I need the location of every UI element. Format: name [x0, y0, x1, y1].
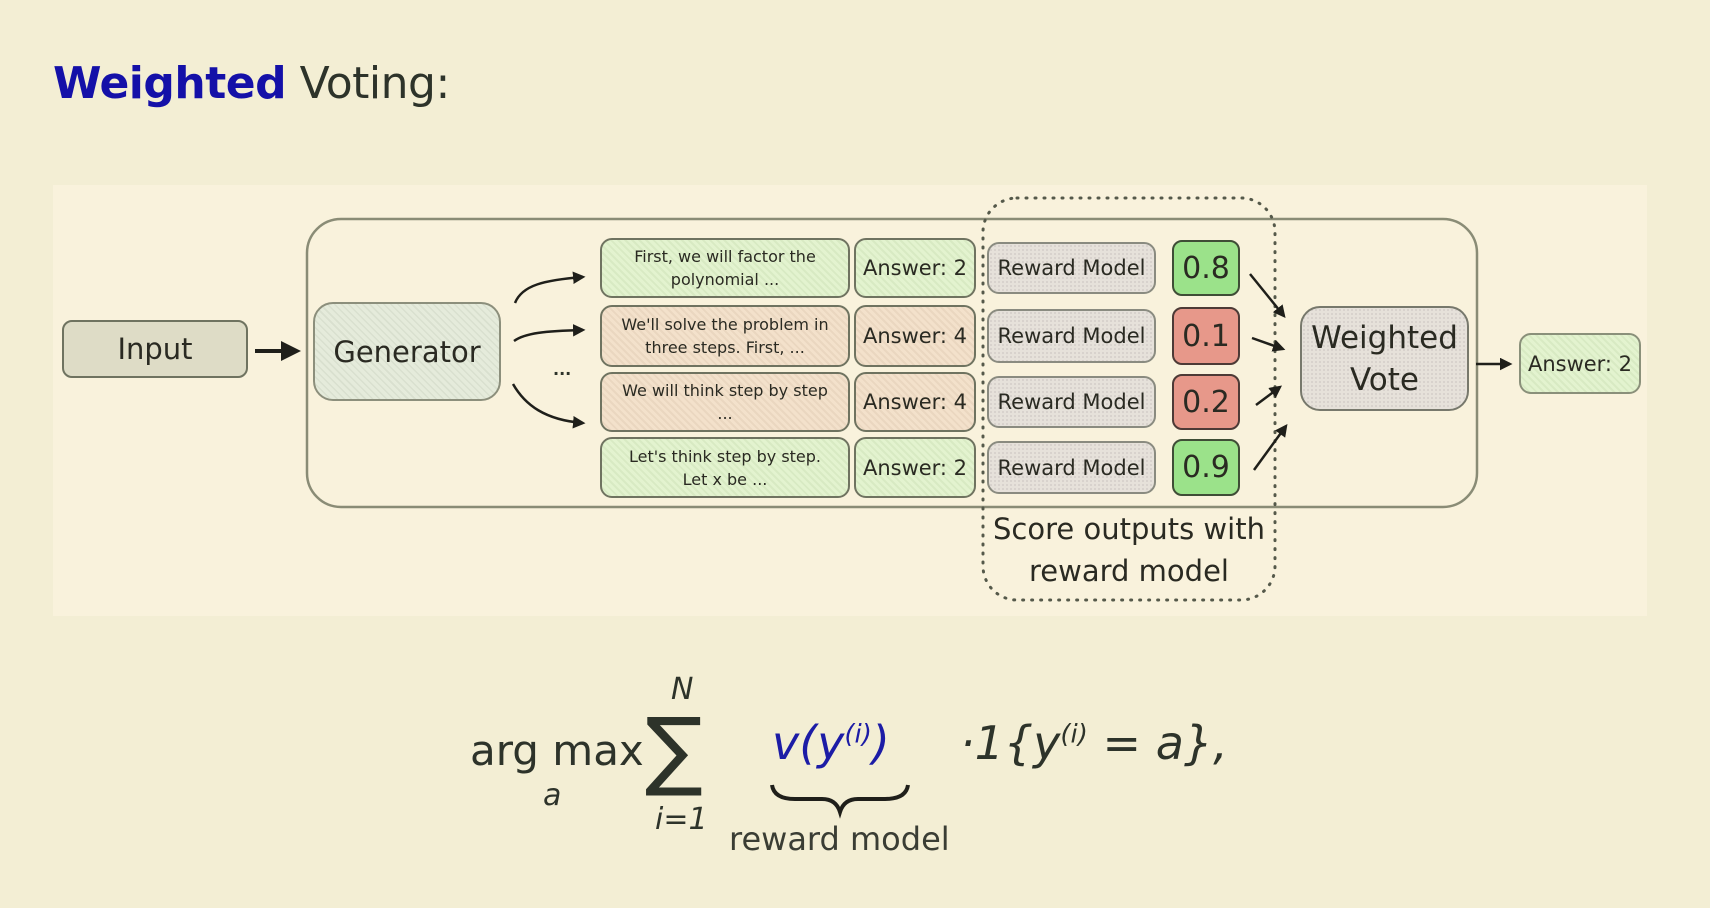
- reward-term-close: ): [871, 716, 890, 770]
- ellipsis: ...: [553, 360, 572, 379]
- score-value: 0.9: [1182, 450, 1230, 485]
- reasoning-text: We will think step by step ...: [622, 381, 828, 423]
- title-accent: Weighted: [53, 58, 287, 109]
- answer-text: Answer: 4: [862, 324, 968, 348]
- slide-title: Weighted Voting:: [53, 58, 450, 109]
- answer-box: Answer: 4: [854, 305, 976, 367]
- reasoning-box: Let's think step by step. Let x be ...: [600, 437, 850, 498]
- reward-model-box: Reward Model: [987, 441, 1156, 494]
- reasoning-box: We'll solve the problem in three steps. …: [600, 305, 850, 367]
- reasoning-text: We'll solve the problem in three steps. …: [621, 315, 829, 357]
- score-value: 0.2: [1182, 384, 1230, 420]
- formula-indicator: ·1{y(i) = a},: [960, 716, 1228, 770]
- formula-sum-lower: i=1: [655, 802, 708, 837]
- reasoning-text: Let's think step by step. Let x be ...: [628, 446, 822, 489]
- reward-model-box: Reward Model: [987, 242, 1156, 294]
- generator-label: Generator: [333, 334, 481, 369]
- answer-box: Answer: 4: [854, 372, 976, 432]
- indicator-suffix: = a},: [1087, 716, 1228, 770]
- answer-box: Answer: 2: [854, 238, 976, 298]
- reward-model-label: Reward Model: [997, 256, 1146, 280]
- indicator-prefix: ·1{y: [960, 716, 1061, 770]
- input-box: Input: [62, 320, 248, 378]
- answer-text: Answer: 2: [862, 455, 968, 480]
- reasoning-box: We will think step by step ...: [600, 372, 850, 432]
- score-badge: 0.1: [1172, 307, 1240, 365]
- formula-argmax: arg max: [470, 726, 644, 775]
- reward-model-label: Reward Model: [997, 324, 1146, 348]
- score-arrow-1: [1249, 273, 1286, 318]
- reward-model-box: Reward Model: [987, 376, 1156, 428]
- answer-box: Answer: 2: [854, 437, 976, 498]
- title-rest: Voting:: [286, 58, 451, 109]
- answer-text: Answer: 4: [862, 390, 968, 414]
- generator-branch-arrow-3: [511, 383, 586, 429]
- reward-term-sup: (i): [844, 719, 872, 750]
- reward-term-base: v(y: [772, 716, 845, 770]
- scoring-dotted-region: [981, 196, 1277, 602]
- reward-model-label: Reward Model: [997, 455, 1146, 480]
- answer-text: Answer: 2: [862, 256, 968, 280]
- formula-sum-upper: N: [671, 672, 694, 707]
- final-answer-box: Answer: 2: [1519, 333, 1641, 394]
- score-arrow-2: [1251, 336, 1286, 352]
- generator-box: Generator: [313, 302, 501, 401]
- weighted-vote-label: Weighted Vote: [1311, 319, 1458, 398]
- indicator-sup: (i): [1060, 719, 1088, 750]
- score-value: 0.8: [1182, 250, 1230, 286]
- formula-brace-label: reward model: [729, 820, 950, 858]
- reasoning-text: First, we will factor the polynomial ...: [634, 247, 816, 289]
- final-answer-label: Answer: 2: [1527, 351, 1633, 376]
- reward-model-box: Reward Model: [987, 309, 1156, 363]
- formula-reward-term: v(y(i)): [772, 716, 890, 770]
- score-arrow-4: [1252, 423, 1288, 471]
- reasoning-box: First, we will factor the polynomial ...: [600, 238, 850, 298]
- score-value: 0.1: [1182, 318, 1230, 354]
- score-badge: 0.8: [1172, 240, 1240, 296]
- weighted-vote-box: Weighted Vote: [1300, 306, 1469, 411]
- score-arrow-3: [1255, 385, 1282, 406]
- input-label: Input: [117, 332, 193, 366]
- score-badge: 0.2: [1172, 374, 1240, 430]
- reward-model-label: Reward Model: [997, 390, 1146, 414]
- formula-argmax-sub: a: [543, 778, 562, 813]
- score-caption: Score outputs with reward model: [993, 512, 1265, 588]
- generator-branch-arrow-2: [513, 324, 586, 343]
- generator-branch-arrow-1: [513, 271, 586, 304]
- score-badge: 0.9: [1172, 439, 1240, 496]
- formula-sum-symbol: ∑: [645, 700, 703, 800]
